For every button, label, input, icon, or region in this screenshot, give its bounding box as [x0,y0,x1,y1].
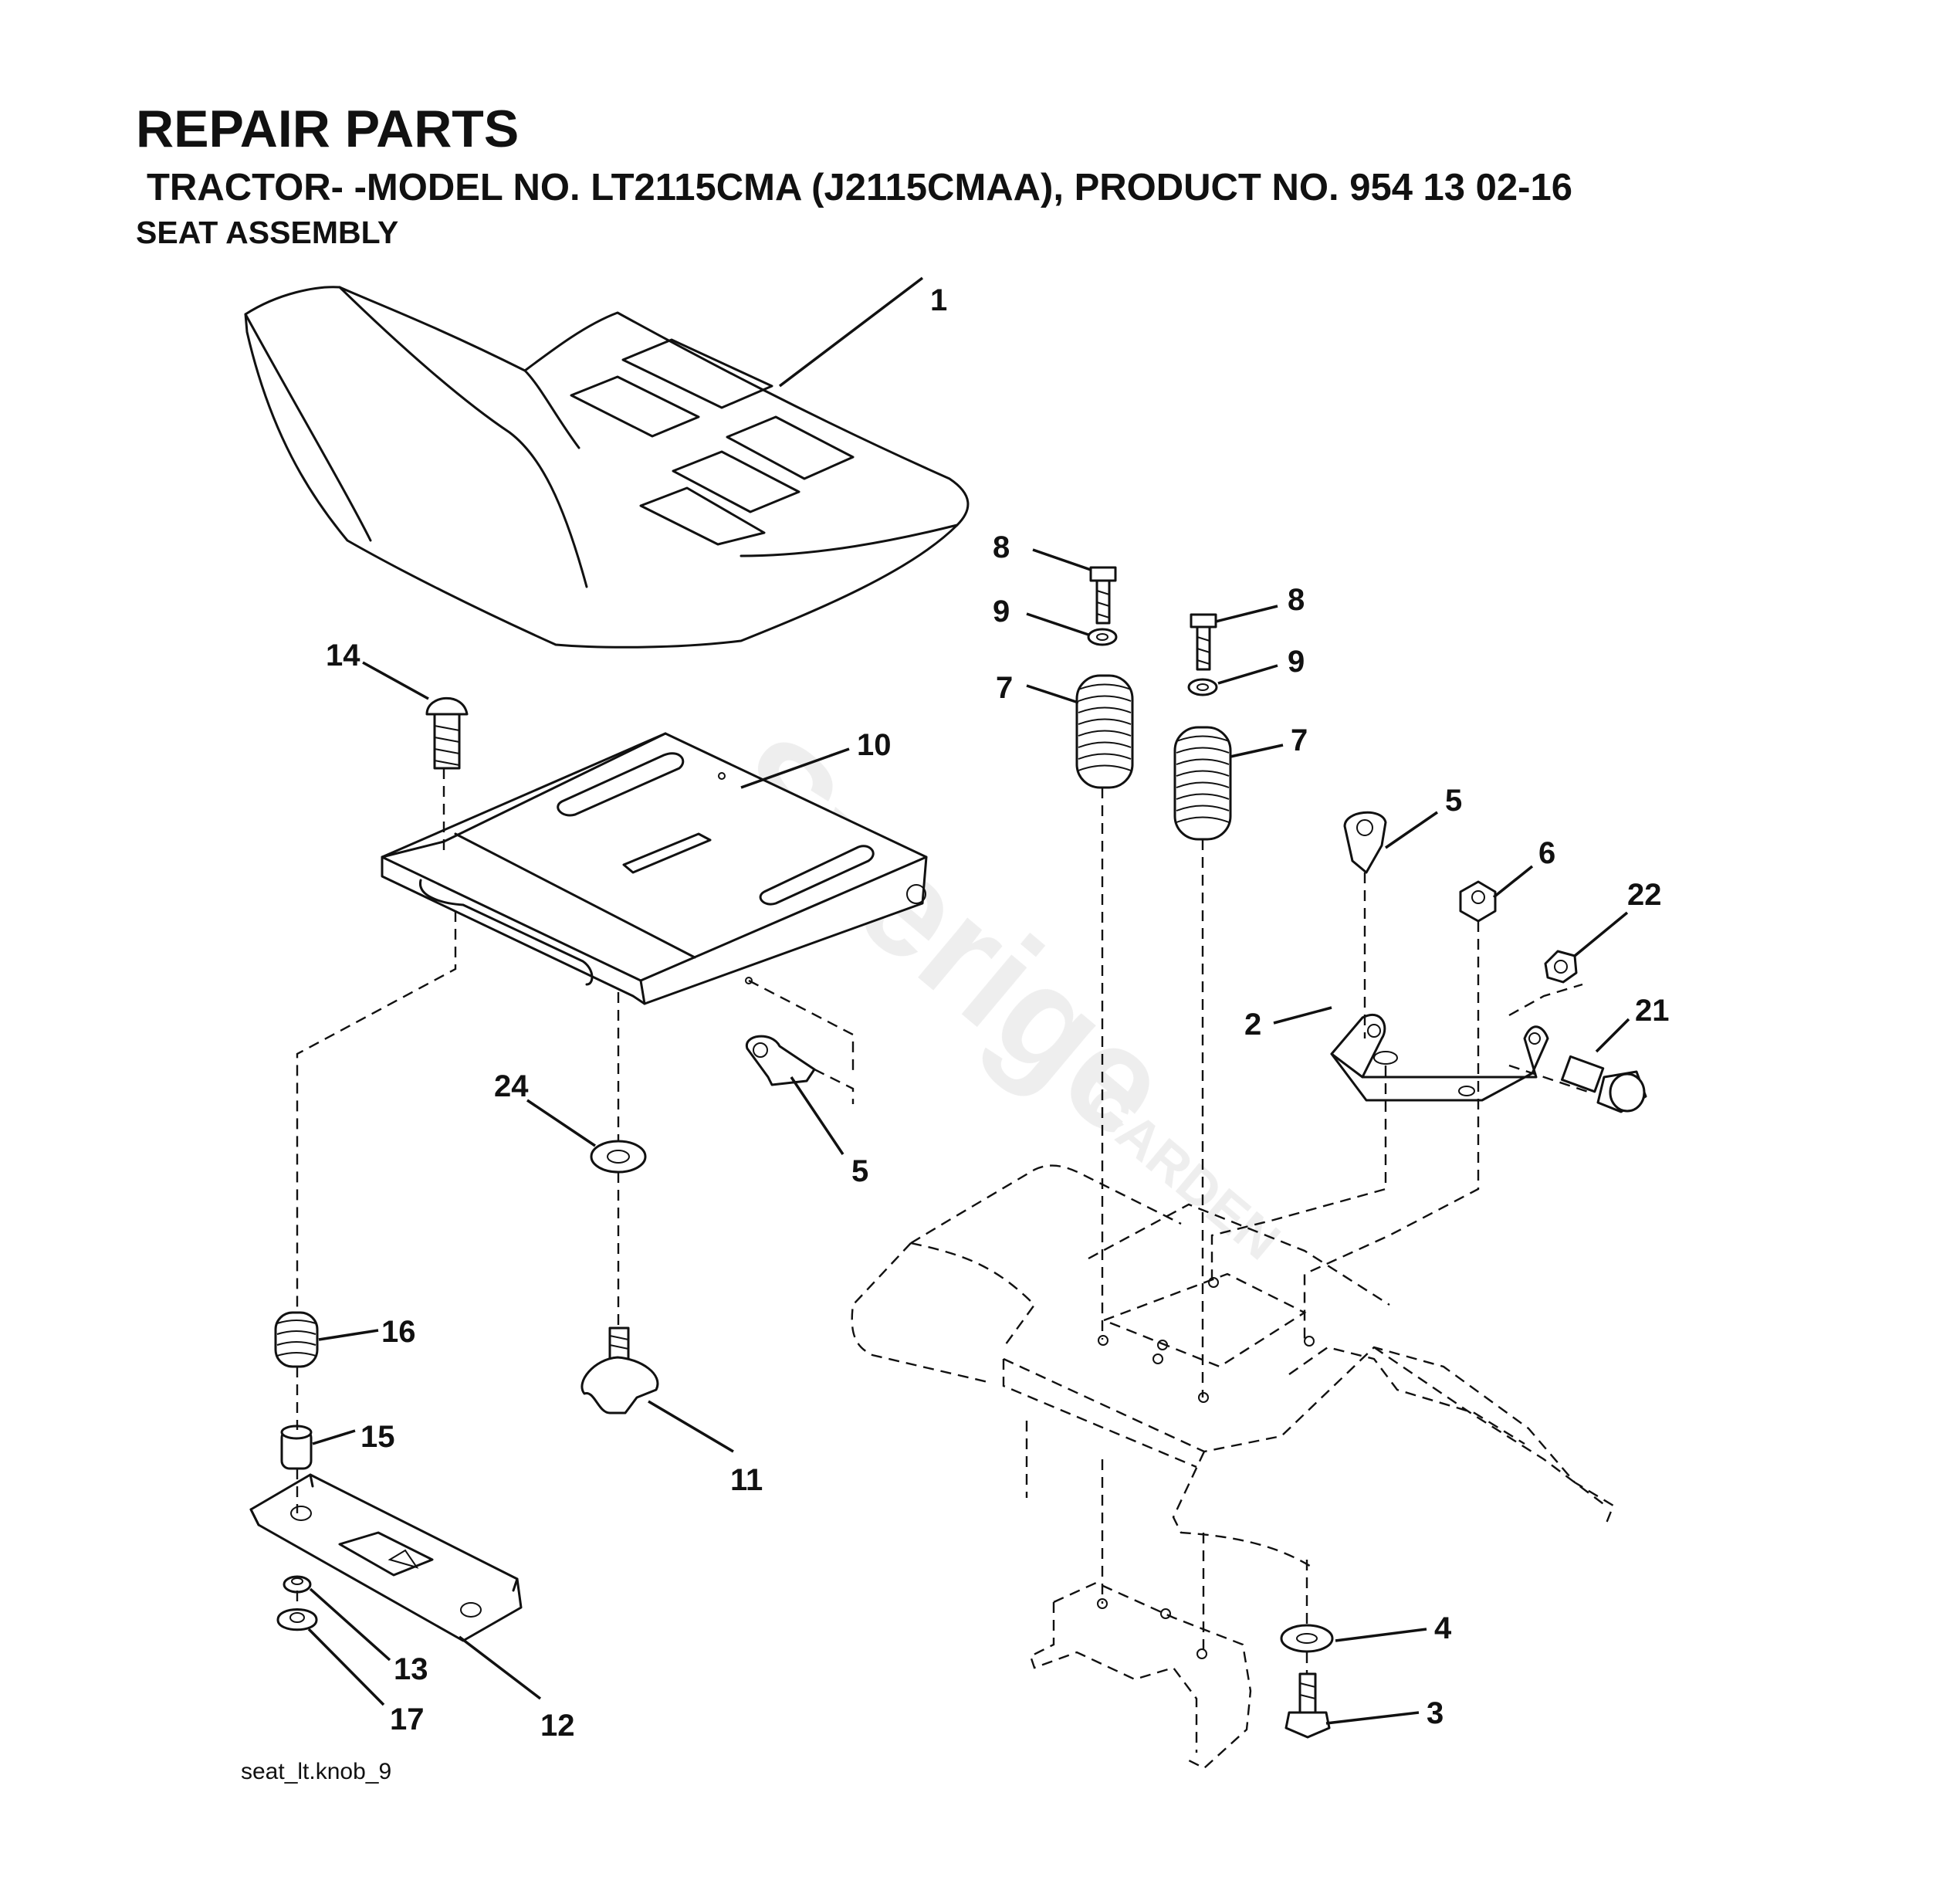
lock-nut-part [1459,880,1497,923]
callouts: 1 2 3 4 5 5 6 7 7 8 8 9 9 10 11 12 13 14… [326,283,1670,1743]
drawing-filename: seat_lt.knob_9 [241,1759,392,1784]
callout-8-left: 8 [993,530,1010,564]
leader-lines [307,276,1630,1725]
callout-7-left: 7 [996,671,1013,705]
flange-nut-part [1544,950,1578,984]
seat-pan-part [381,732,928,1005]
adjustment-plate-part [249,1473,523,1642]
clip-left-part [746,1035,816,1086]
callout-15: 15 [360,1420,395,1454]
callout-22: 22 [1627,878,1662,912]
hex-bolt-3-part [1284,1672,1331,1739]
callout-5-right: 5 [1445,784,1462,818]
callout-21: 21 [1635,994,1670,1028]
callout-5-left: 5 [851,1154,868,1188]
bracket-part [1330,1013,1549,1102]
spring-16-part [274,1311,319,1368]
spring-left-part [1075,674,1134,789]
callout-7-right: 7 [1291,723,1308,757]
callout-16: 16 [381,1315,416,1349]
model-subtitle: TRACTOR- -MODEL NO. LT2115CMA (J2115CMAA… [147,167,1572,208]
shoulder-bolt-part [1561,1055,1647,1113]
bolt-right-part [1190,613,1217,671]
spring-right-part [1173,726,1232,841]
callout-6: 6 [1538,836,1555,870]
callout-13: 13 [394,1652,428,1686]
washer-right-part [1187,678,1218,696]
page-title: REPAIR PARTS [136,100,520,158]
bolt-left-part [1089,566,1117,625]
callout-14: 14 [326,639,360,672]
callout-3: 3 [1427,1696,1444,1730]
callout-9-left: 9 [993,595,1010,628]
callout-4: 4 [1434,1611,1452,1645]
alignment-lines [296,768,1591,1674]
clip-right-part [1343,811,1387,874]
washer-13-part [283,1575,312,1594]
callout-11: 11 [730,1463,763,1497]
callout-2: 2 [1244,1008,1261,1042]
section-title: SEAT ASSEMBLY [136,215,399,250]
callout-8-right: 8 [1288,583,1305,617]
callout-24: 24 [494,1069,529,1103]
washer-left-part [1087,628,1118,646]
tractor-frame [851,1164,1615,1770]
callout-9-right: 9 [1288,645,1305,679]
knob-part [580,1326,659,1414]
flat-washer-24-part [590,1140,647,1174]
watermark-subtext: GARDEN [1073,1075,1291,1272]
callout-12: 12 [540,1709,575,1743]
flange-nut-17-part [276,1608,318,1631]
seat-part [244,286,970,649]
callout-10: 10 [857,728,892,762]
washer-4-part [1280,1624,1334,1653]
carriage-bolt-part [425,696,469,770]
callout-17: 17 [390,1702,425,1736]
callout-1: 1 [930,283,947,317]
spacer-15-part [280,1425,313,1470]
